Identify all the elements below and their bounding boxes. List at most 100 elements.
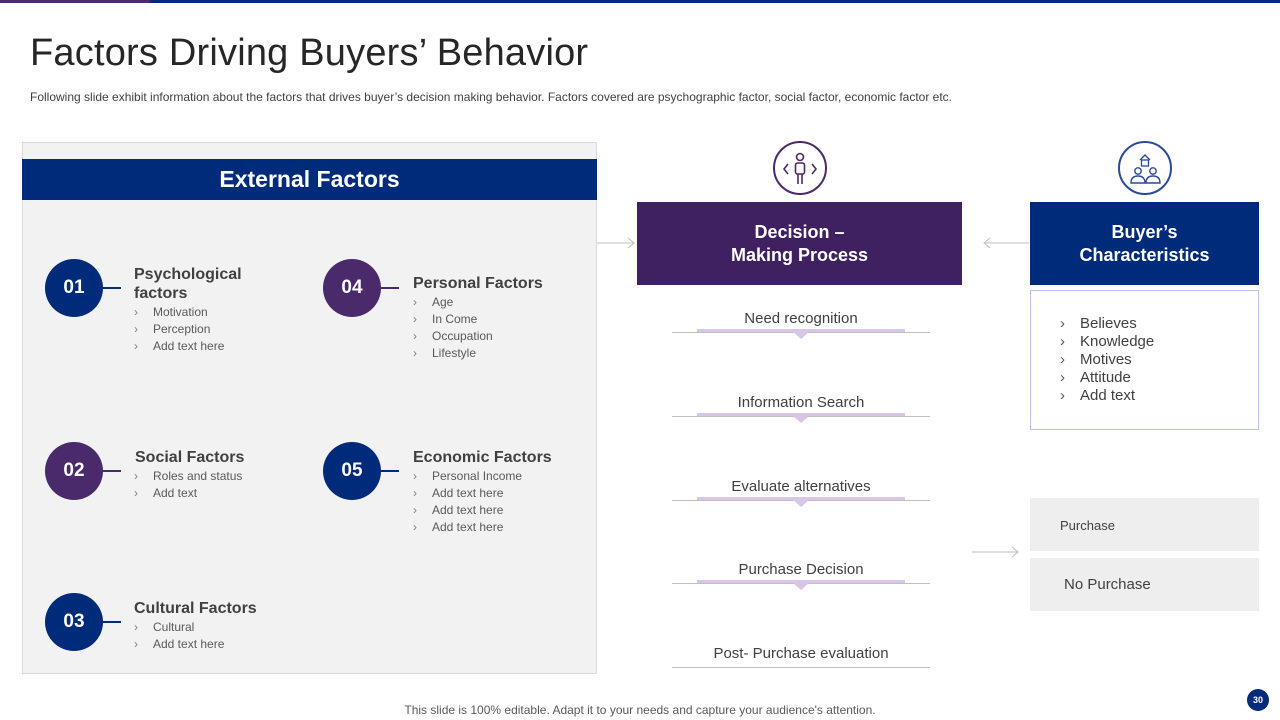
list-item-text: Add text xyxy=(1080,387,1136,404)
connector-line xyxy=(103,470,121,472)
step-accent-line xyxy=(697,497,905,500)
characteristics-items: ›Believes ›Knowledge ›Motives ›Attitude … xyxy=(1060,315,1258,405)
list-item: › Attitude xyxy=(1060,369,1258,387)
buyers-house-icon-graphic xyxy=(1130,154,1161,184)
list-item: › Add text xyxy=(134,485,242,502)
process-step-label: Evaluate alternatives xyxy=(731,478,871,495)
list-item: › Knowledge xyxy=(1060,333,1258,351)
external-factors-header: External Factors xyxy=(22,159,597,200)
chevron-right-icon: › xyxy=(134,339,138,353)
list-item-text: Occupation xyxy=(432,329,493,343)
factor-points: › Age ›In Come › Occupation › Lifestyle xyxy=(413,294,493,362)
buyer-header-line2: Characteristics xyxy=(1079,245,1210,265)
list-item: › Age xyxy=(413,294,493,311)
process-step-label: Need recognition xyxy=(744,310,858,327)
list-item-text: Add text xyxy=(153,486,198,500)
chevron-right-icon: › xyxy=(1060,333,1065,350)
list-item: ›Perception xyxy=(134,321,224,338)
decision-header-line1: Decision – xyxy=(754,222,845,242)
chevron-right-icon: › xyxy=(134,637,138,651)
list-item: › Lifestyle xyxy=(413,345,493,362)
list-item-text: Knowledge xyxy=(1080,333,1155,350)
factor-heading: Personal Factors xyxy=(413,275,543,292)
chevron-right-icon: › xyxy=(134,486,138,500)
chevron-right-icon: › xyxy=(413,295,417,309)
list-item: ›Roles and status xyxy=(134,468,242,485)
list-item: ›Believes xyxy=(1060,315,1258,333)
list-item: › Occupation xyxy=(413,328,493,345)
chevron-right-icon: › xyxy=(1060,315,1065,332)
chevron-right-icon: › xyxy=(134,305,138,319)
connector-line xyxy=(381,287,399,289)
factor-heading: Economic Factors xyxy=(413,449,552,466)
buyer-header-line1: Buyer’s xyxy=(1111,222,1178,242)
list-item-text: Add text here xyxy=(432,520,504,534)
list-item-text: Add text here xyxy=(432,486,504,500)
list-item-text: Motives xyxy=(1080,351,1132,368)
list-item-text: Add text here xyxy=(153,339,225,353)
list-item-text: Age xyxy=(432,295,454,309)
factor-number-badge: 04 xyxy=(323,259,381,317)
list-item-text: Personal Income xyxy=(432,469,523,483)
list-item: › Add text here xyxy=(134,636,224,653)
list-item-text: Add text here xyxy=(432,503,504,517)
connector-line xyxy=(381,470,399,472)
step-accent-line xyxy=(697,329,905,332)
chevron-right-icon: › xyxy=(134,620,138,634)
chevron-right-icon: › xyxy=(413,346,417,360)
chevron-right-icon: › xyxy=(1060,351,1065,368)
external-factors-panel xyxy=(22,142,597,674)
factor-heading: Psychological factors xyxy=(134,265,242,303)
decision-header-line2: Making Process xyxy=(730,245,869,265)
factor-number-badge: 02 xyxy=(45,442,103,500)
chevron-right-icon: › xyxy=(413,469,417,483)
outcome-no-purchase: No Purchase xyxy=(1030,558,1259,611)
factor-heading-line2: factors xyxy=(134,285,188,302)
list-item: › Motivation xyxy=(134,304,224,321)
step-accent-line xyxy=(697,580,905,583)
step-notch xyxy=(793,583,809,590)
footer-note: This slide is 100% editable. Adapt it to… xyxy=(404,703,876,717)
step-divider xyxy=(672,667,930,668)
person-with-arrows-icon-graphic xyxy=(782,152,818,184)
process-step-label: Post- Purchase evaluation xyxy=(713,645,889,662)
person-with-arrows-icon xyxy=(773,141,827,195)
factor-points: › Motivation ›Perception › Add text here xyxy=(134,304,224,355)
process-step-label: Information Search xyxy=(737,394,865,411)
list-item-text: In Come xyxy=(432,312,478,326)
factor-heading: Cultural Factors xyxy=(134,600,257,617)
step-notch xyxy=(793,332,809,339)
chevron-right-icon: › xyxy=(1060,369,1065,386)
chevron-right-icon: › xyxy=(413,486,417,500)
step-notch xyxy=(793,416,809,423)
factor-points: › Cultural › Add text here xyxy=(134,619,224,653)
list-item-text: Perception xyxy=(153,322,211,336)
list-item: › Add text here xyxy=(413,502,522,519)
list-item: ›Add text xyxy=(1060,387,1258,405)
top-bar xyxy=(0,0,1280,3)
list-item-text: Motivation xyxy=(153,305,208,319)
list-item-text: Lifestyle xyxy=(432,346,477,360)
factor-number-badge: 03 xyxy=(45,593,103,651)
list-item-text: Roles and status xyxy=(153,469,243,483)
list-item: › Cultural xyxy=(134,619,224,636)
list-item: ›In Come xyxy=(413,311,493,328)
factor-points: › Personal Income › Add text here › Add tex… xyxy=(413,468,522,536)
page-title: Factors Driving Buyers’ Behavior xyxy=(30,32,589,74)
process-step-label: Purchase Decision xyxy=(738,561,864,578)
list-item: › Personal Income xyxy=(413,468,522,485)
chevron-right-icon: › xyxy=(413,503,417,517)
list-item-text: Cultural xyxy=(153,620,195,634)
connector-line xyxy=(103,287,121,289)
factor-number-badge: 05 xyxy=(323,442,381,500)
list-item: › Add text here xyxy=(134,338,224,355)
page-number-badge: 30 xyxy=(1247,689,1269,711)
list-item: › Add text here xyxy=(413,485,522,502)
list-item-text: Attitude xyxy=(1080,369,1131,386)
chevron-right-icon: › xyxy=(413,329,417,343)
factor-points: ›Roles and status › Add text xyxy=(134,468,242,502)
buyer-characteristics-list: ›Believes ›Knowledge ›Motives ›Attitude … xyxy=(1030,290,1259,430)
buyers-house-icon xyxy=(1118,141,1172,195)
list-item-text: Add text here xyxy=(153,637,225,651)
list-item: ›Add text here xyxy=(413,519,522,536)
